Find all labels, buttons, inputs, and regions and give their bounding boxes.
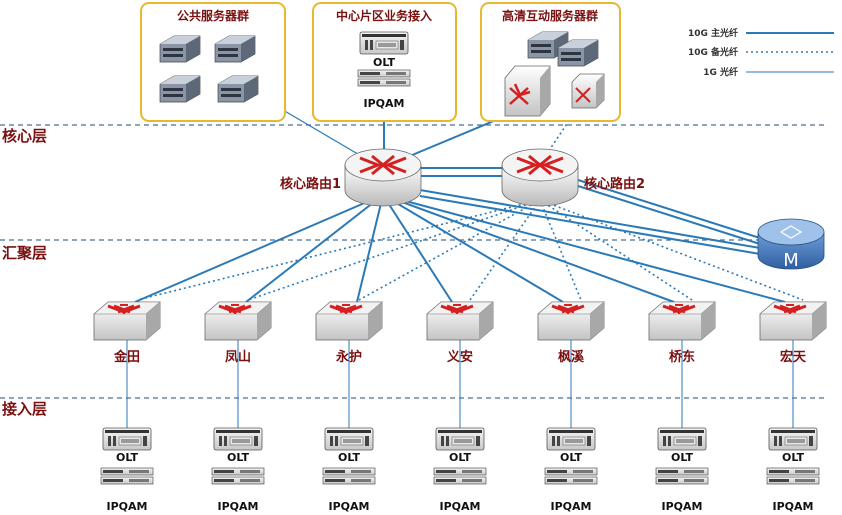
site-olt-label: OLT: [227, 451, 250, 464]
center-olt-label: OLT: [373, 56, 396, 69]
aggregation-site: 义安 OLT IPQAM: [425, 300, 495, 513]
public-server-group: 公共服务器群: [140, 2, 286, 122]
ipqam-device-icon: [100, 467, 154, 485]
legend-main-label: 10G 主光纤: [688, 27, 738, 39]
olt-device-icon: [546, 427, 596, 451]
site-name-label: 金田: [113, 349, 140, 365]
aggregation-switch-icon: [203, 300, 273, 342]
legend: 10G 主光纤 10G 备光纤 1G 光纤: [688, 27, 834, 78]
site-ipqam-label: IPQAM: [551, 500, 592, 513]
aggregation-switch-icon: [92, 300, 162, 342]
link-core1-m: [419, 195, 761, 255]
m-device-icon: M: [783, 250, 799, 271]
olt-device-icon: [102, 427, 152, 451]
olt-device-icon: [657, 427, 707, 451]
aggregation-switch-icon: [314, 300, 384, 342]
site-ipqam-label: IPQAM: [329, 500, 370, 513]
olt-device-icon: [768, 427, 818, 451]
link-core2-m: [577, 185, 761, 245]
aggregation-site: 宏天 OLT IPQAM: [758, 300, 828, 513]
aggregation-site: 凤山 OLT IPQAM: [203, 300, 273, 513]
site-name-label: 凤山: [225, 349, 251, 365]
ipqam-device-icon: [211, 467, 265, 485]
switch-icon: [571, 73, 605, 109]
public-server-group-title: 公共服务器群: [177, 8, 249, 23]
site-name-label: 枫溪: [558, 349, 585, 365]
site-ipqam-label: IPQAM: [107, 500, 148, 513]
core-layer-label: 核心层: [2, 127, 47, 145]
switch-icon: [504, 65, 551, 117]
site-name-label: 桥东: [669, 349, 695, 365]
core-router-2: [501, 148, 579, 207]
olt-device-icon: [435, 427, 485, 451]
link-core1-site: [245, 194, 384, 303]
site-olt-label: OLT: [671, 451, 694, 464]
aggregation-switch-icon: [425, 300, 495, 342]
aggregation-switch-icon: [536, 300, 606, 342]
link-core2-m: [577, 179, 761, 239]
aggregation-site: 桥东 OLT IPQAM: [647, 300, 717, 513]
ipqam-device-icon: [655, 467, 709, 485]
link-core2-site: [247, 199, 541, 301]
legend-backup-label: 10G 备光纤: [688, 46, 738, 58]
center-access-group: 中心片区业务接入 OLT IPQAM: [312, 2, 457, 122]
link-core2-site: [539, 199, 582, 301]
site-ipqam-label: IPQAM: [773, 500, 814, 513]
site-ipqam-label: IPQAM: [440, 500, 481, 513]
link-core1-site: [134, 194, 384, 303]
network-links: [126, 109, 804, 428]
site-olt-label: OLT: [560, 451, 583, 464]
hd-server-group: 高清互动服务器群: [480, 2, 621, 122]
ipqam-device-icon: [544, 467, 598, 485]
aggregation-layer-label: 汇聚层: [2, 244, 47, 262]
site-name-label: 宏天: [780, 349, 807, 365]
center-ipqam-label: IPQAM: [364, 97, 405, 110]
site-name-label: 义安: [447, 349, 473, 365]
core-router-icon: [359, 154, 407, 176]
olt-device-icon: [359, 31, 409, 55]
site-olt-label: OLT: [782, 451, 805, 464]
m-device: M: [757, 218, 825, 271]
site-olt-label: OLT: [116, 451, 139, 464]
link-core1-site: [382, 194, 675, 303]
aggregation-site: 永护 OLT IPQAM: [314, 300, 384, 513]
link-core1-site: [382, 194, 786, 303]
core-router-2-label: 核心路由2: [584, 176, 645, 192]
link-core2-site: [539, 199, 693, 301]
ipqam-device-icon: [433, 467, 487, 485]
ipqam-device-icon: [322, 467, 376, 485]
site-ipqam-label: IPQAM: [218, 500, 259, 513]
core-router-icon: [516, 154, 564, 176]
link-core2-site: [358, 199, 541, 301]
site-olt-label: OLT: [449, 451, 472, 464]
link-core1-site: [382, 194, 453, 303]
center-access-group-title: 中心片区业务接入: [336, 8, 432, 23]
link-core1-site: [382, 194, 564, 303]
access-layer-label: 接入层: [2, 400, 47, 418]
link-core2-site: [136, 199, 541, 301]
olt-device-icon: [213, 427, 263, 451]
aggregation-site: 金田 OLT IPQAM: [92, 300, 162, 513]
link-hd-to-core2: [547, 111, 576, 153]
aggregation-switch-icon: [758, 300, 828, 342]
aggregation-switch-icon: [647, 300, 717, 342]
site-ipqam-label: IPQAM: [662, 500, 703, 513]
core-router-1-label: 核心路由1: [280, 176, 341, 192]
link-core2-site: [469, 199, 541, 301]
link-core1-site: [356, 194, 384, 303]
site-olt-label: OLT: [338, 451, 361, 464]
link-public-to-core1: [282, 109, 369, 161]
hd-server-group-title: 高清互动服务器群: [502, 8, 598, 23]
site-name-label: 永护: [335, 349, 362, 365]
link-core1-m: [419, 189, 761, 249]
aggregation-site: 枫溪 OLT IPQAM: [536, 300, 606, 513]
core-router-1: [344, 148, 422, 207]
ipqam-device-icon: [766, 467, 820, 485]
legend-1g-label: 1G 光纤: [703, 66, 738, 78]
olt-device-icon: [324, 427, 374, 451]
sites: 金田 OLT IPQAM 凤山 OLT IPQAM 永护 OLT IPQAM 义安 OLT IPQAM…: [92, 300, 828, 513]
link-core2-site: [539, 199, 804, 301]
